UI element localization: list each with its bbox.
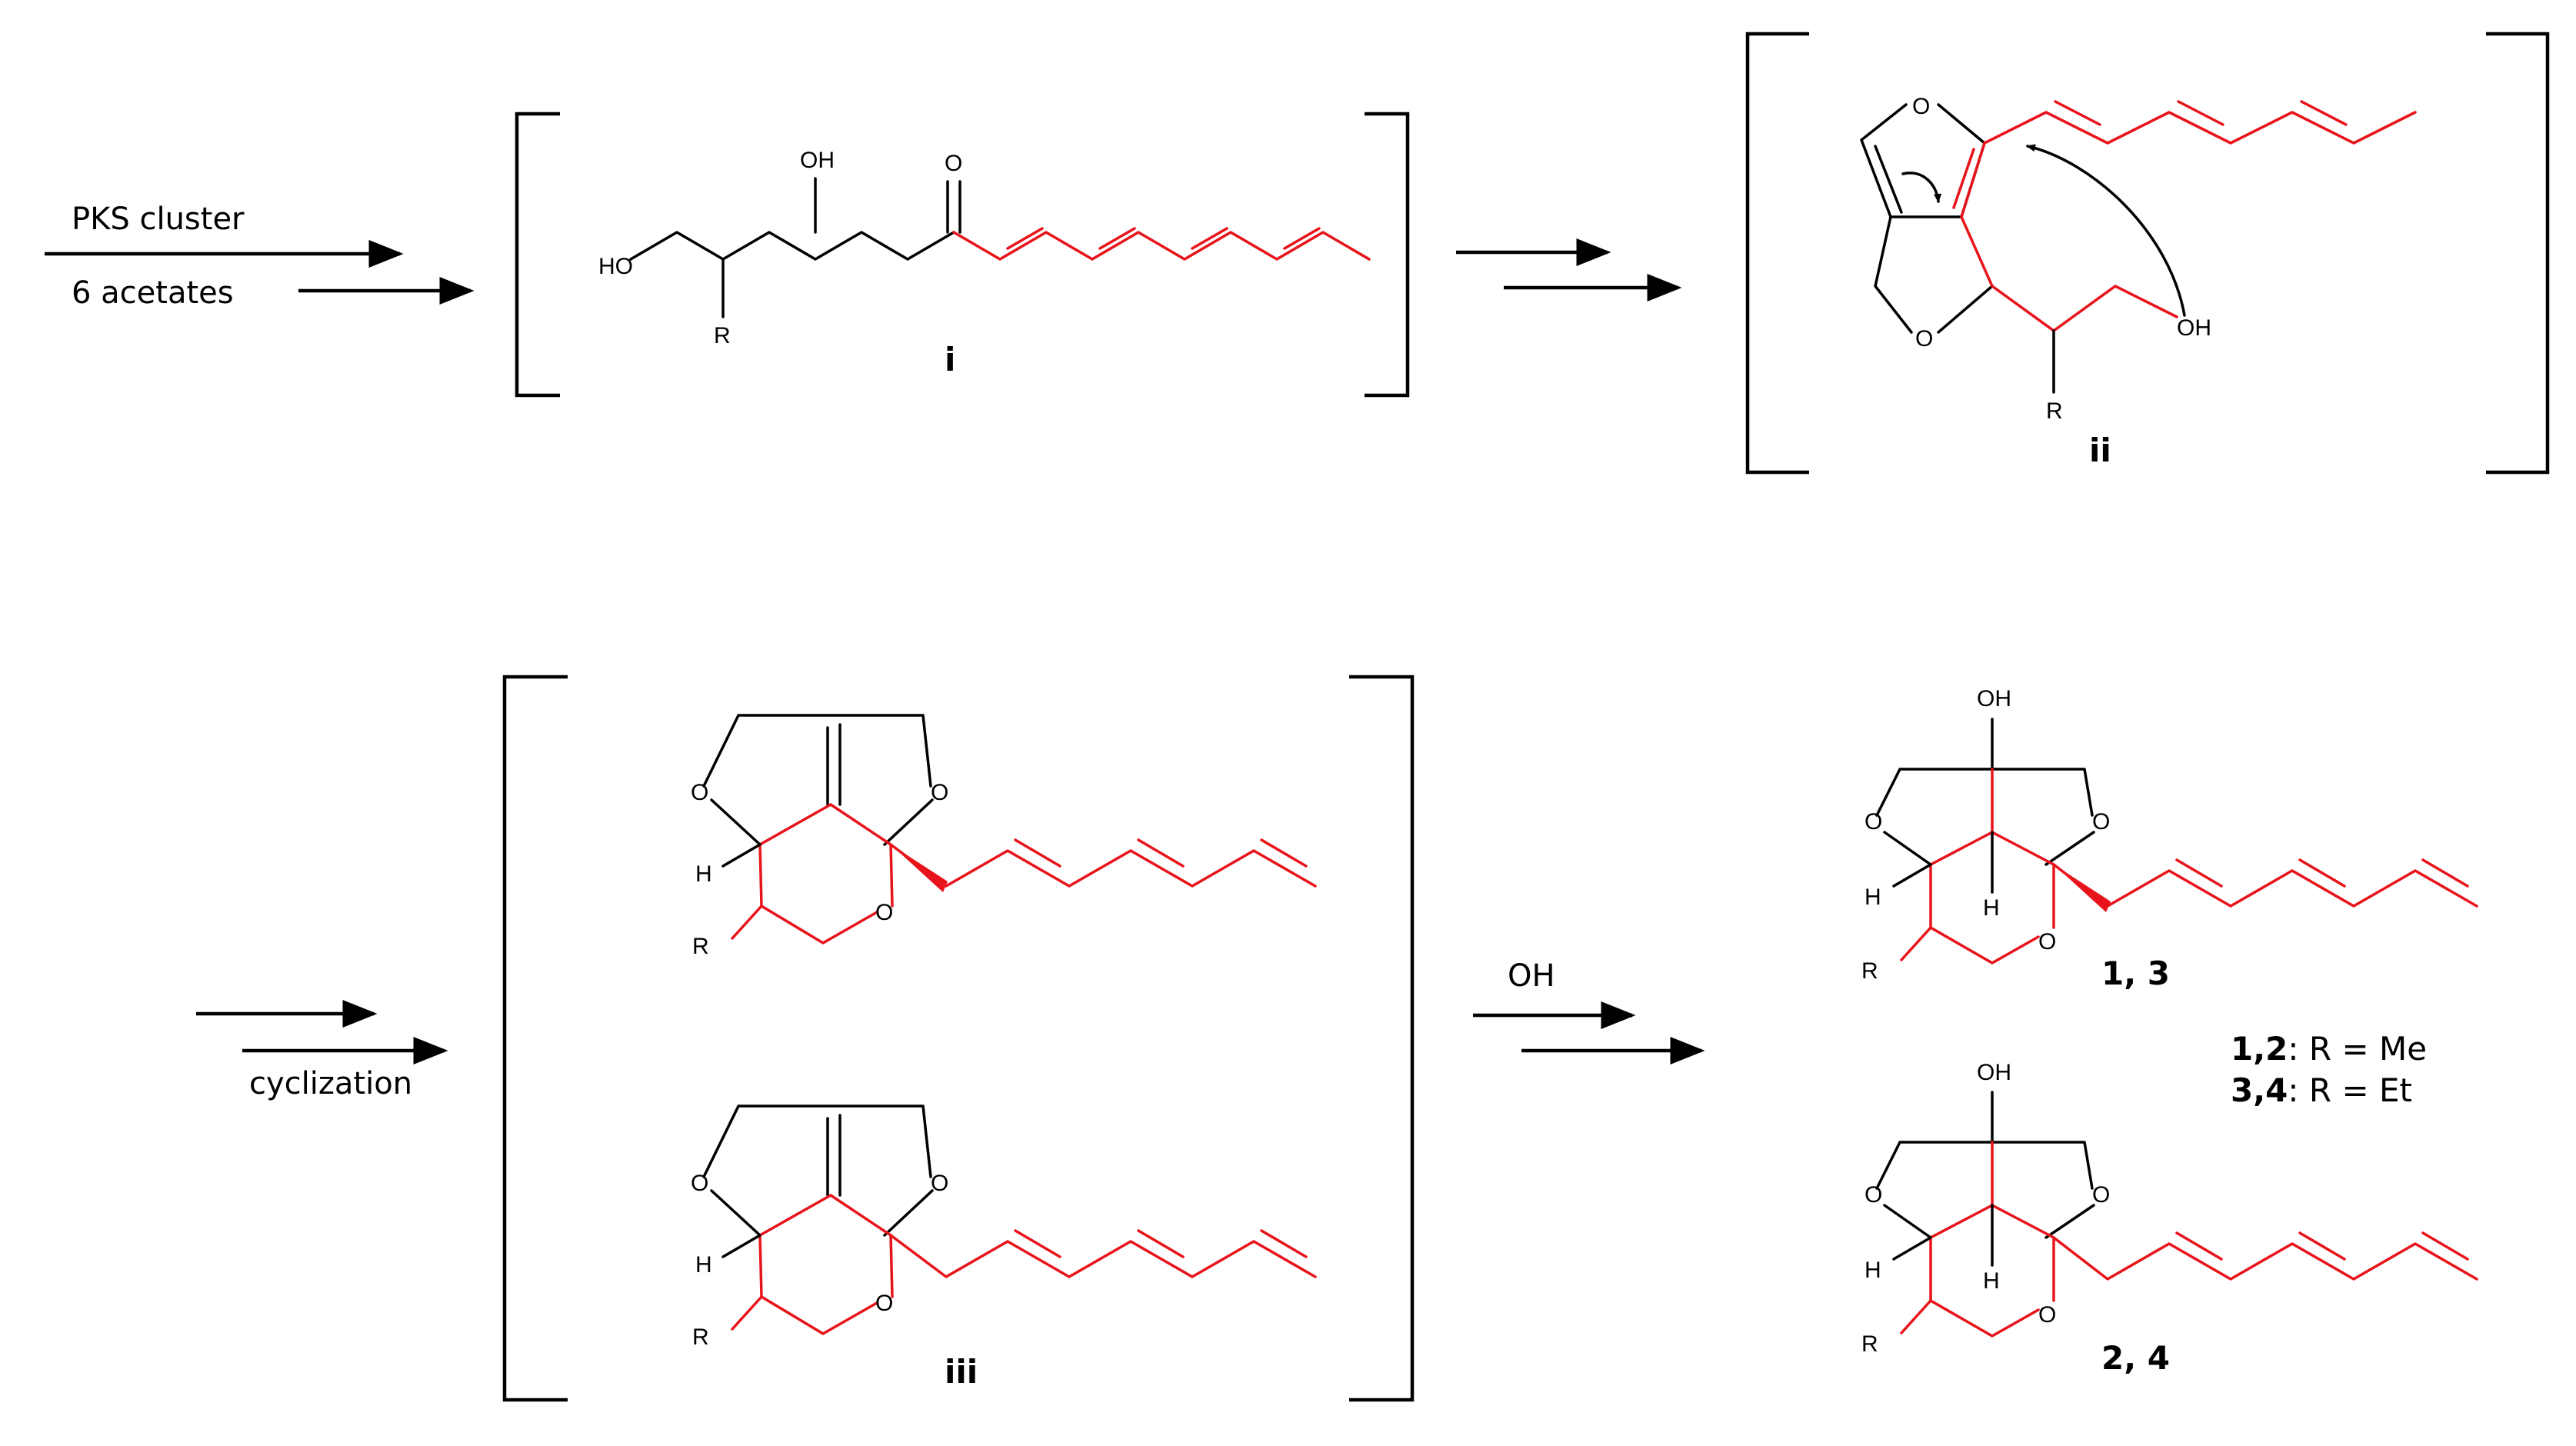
atom-r-iii-bottom: R xyxy=(692,1324,709,1350)
atom-h2-product-2-4: H xyxy=(1983,1268,2000,1294)
legend-line-2: 3,4: R = Et xyxy=(2231,1071,2412,1109)
atom-o-ring-ii: O xyxy=(1915,326,1933,352)
step3-label-bottom: cyclization xyxy=(249,1066,412,1101)
atom-h1-product-2-4: H xyxy=(1865,1258,1881,1283)
wedge-iii-top xyxy=(891,845,948,892)
atom-o-ketone-i: O xyxy=(945,151,962,176)
atom-ho-i: HO xyxy=(598,254,633,279)
atom-o1-product-1-3: O xyxy=(1865,809,1882,835)
atom-o2-iii-bottom: O xyxy=(931,1171,948,1196)
atom-h-iii-top: H xyxy=(695,861,712,887)
structure-intermediate-iii-top xyxy=(702,714,1317,945)
atom-oh-product-1-3: OH xyxy=(1977,686,2011,711)
label-compound-iii: iii xyxy=(945,1353,978,1391)
structure-products-1-3 xyxy=(1875,718,2478,965)
structure-intermediate-i xyxy=(629,177,1371,318)
atom-oh-i: OH xyxy=(800,148,835,173)
atom-o3-iii-bottom: O xyxy=(875,1291,893,1316)
atom-h2-product-1-3: H xyxy=(1983,895,2000,921)
atom-o3-product-2-4: O xyxy=(2038,1302,2056,1328)
atom-r-product-1-3: R xyxy=(1861,958,1878,984)
bracket-intermediate-ii xyxy=(1745,32,2550,475)
step3-arrows xyxy=(196,1000,448,1065)
step2-arrows xyxy=(1456,238,1682,302)
label-compound-i: i xyxy=(945,341,955,378)
atom-o1-iii-bottom: O xyxy=(691,1171,708,1196)
label-compound-ii: ii xyxy=(2089,431,2111,469)
label-products-1-3: 1, 3 xyxy=(2101,955,2170,992)
bracket-intermediate-iii xyxy=(502,675,1415,1402)
structure-products-2-4 xyxy=(1875,1091,2478,1338)
atom-h1-product-1-3: H xyxy=(1865,885,1881,910)
atom-r-product-2-4: R xyxy=(1861,1331,1878,1357)
atom-h-iii-bottom: H xyxy=(695,1252,712,1278)
atom-r-i: R xyxy=(714,323,731,348)
label-products-2-4: 2, 4 xyxy=(2101,1339,2170,1377)
atom-oh-ii: OH xyxy=(2177,315,2211,341)
atom-o1-product-2-4: O xyxy=(1865,1182,1882,1208)
atom-o2-iii-top: O xyxy=(931,780,948,805)
atom-r-ii: R xyxy=(2046,398,2063,424)
atom-o1-iii-top: O xyxy=(691,780,708,805)
wedge-product-1-3 xyxy=(2054,865,2111,912)
structure-intermediate-ii xyxy=(1860,100,2417,394)
structure-intermediate-iii-bottom xyxy=(702,1104,1317,1335)
bracket-intermediate-i xyxy=(515,112,1410,398)
step1-label-bottom: 6 acetates xyxy=(72,275,234,311)
atom-o-furan-ii: O xyxy=(1912,94,1930,119)
legend-line-1: 1,2: R = Me xyxy=(2231,1030,2427,1068)
atom-oh-product-2-4: OH xyxy=(1977,1060,2011,1085)
step4-label-top: OH xyxy=(1508,958,1555,994)
atom-r-iii-top: R xyxy=(692,934,709,959)
atom-o2-product-1-3: O xyxy=(2092,809,2110,835)
step1-arrows xyxy=(45,240,475,305)
atom-o2-product-2-4: O xyxy=(2092,1182,2110,1208)
step4-arrows xyxy=(1473,1001,1705,1065)
atom-o3-product-1-3: O xyxy=(2038,929,2056,955)
atom-o3-iii-top: O xyxy=(875,900,893,925)
step1-label-top: PKS cluster xyxy=(72,202,245,237)
